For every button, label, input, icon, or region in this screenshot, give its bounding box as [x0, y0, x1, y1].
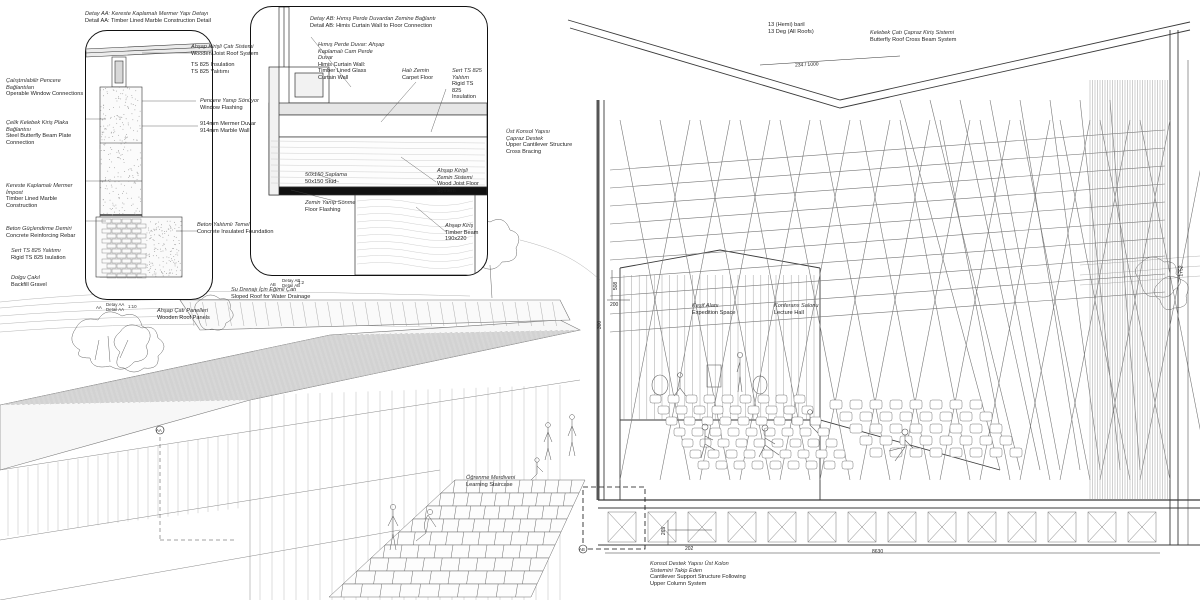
detail-ab-tag: Detay AB Detail AB: [282, 278, 301, 288]
label-cross-bracing: Üst Konsol Yapısı Çapraz Destek Upper Ca…: [506, 129, 573, 155]
aa-label-gravel: Dolgu Çakıl Backfill Gravel: [11, 275, 47, 288]
dim-300: 300: [597, 320, 604, 330]
aa-label-rebar: Beton Güçlendirme Demiri Concrete Reinfo…: [6, 226, 76, 239]
label-learning-staircase: Öğrenme Merdiveni Learning Staircase: [466, 475, 516, 488]
ab-label-wood-joist: Ahşap Kirişli Zemin Sistemi Wood Joist F…: [437, 168, 479, 194]
ab-label-curtain-wall: Hımış Perde Duvar: Ahşap Kaplamalı Cam P…: [318, 42, 385, 81]
ab-label-carpet: Halı Zemin Carpet Floor: [402, 68, 434, 81]
dim-1752: 1752: [1178, 265, 1185, 277]
label-roof-panels: Ahşap Çatı Panelleri Wooden Roof Panels: [157, 308, 210, 321]
ab-label-rigid-insulation: Sert TS 825 Yalıtım Rigid TS 825 Insulat…: [452, 68, 482, 101]
dim-508: 508: [613, 281, 620, 291]
detail-aa-tag: Detay AA Detail AA: [106, 302, 125, 312]
aa-label-window-flashing: Pencere Yanıp Sönüyor Window Flashing: [200, 98, 259, 111]
aa-label-marble-impost: Kereste Kaplamalı Mermer İmpost Timber L…: [6, 183, 73, 209]
aa-label-foundation: Beton Yalıtımlı Temel Concrete Insulated…: [197, 222, 274, 235]
aa-label-rigid-insulation: Sert TS 825 Yalıtımı Rigid TS 825 Isulat…: [11, 248, 66, 261]
section-callout-aa: AA: [156, 428, 162, 433]
detail-ab-callout: AB: [270, 282, 276, 287]
detail-aa-title: Detay AA: Kereste Kaplamalı Mermer Yapı …: [85, 11, 211, 24]
dim-8630: 8630: [872, 549, 884, 555]
detail-ab-panel: [250, 6, 488, 276]
section-callout-ab: AB: [579, 547, 585, 552]
detail-ab-scale: 1:2: [298, 280, 305, 285]
detail-aa-callout: AA: [96, 305, 102, 310]
dim-roof-slope: 234 / 1000: [794, 61, 819, 69]
ab-label-floor-flashing: Zemin Yanıp Sönme Floor Flashing: [305, 200, 356, 213]
label-roof-slope: 13 (Hemi) baril 13 Deg (All Roofs): [768, 22, 814, 35]
aa-label-roof-system: Ahşap Kirişli Çatı Sistemi Wooden Joist …: [191, 44, 259, 57]
dim-265: 265: [661, 526, 668, 536]
ab-label-timber-beam: Ahşap Kiriş Timber Beam 190x220: [445, 223, 479, 243]
dim-202: 202: [685, 546, 694, 552]
label-cantilever-support: Konsol Destek Yapısı Üst Kolon Sistemini…: [650, 561, 746, 587]
detail-aa-scale: 1:10: [128, 304, 137, 309]
aa-label-insulation: TS 825 Insulation TS 825 Yalıtımı: [191, 62, 235, 75]
label-lecture-hall: Konferans Salonu Lecture Hall: [774, 303, 819, 316]
detail-aa-drawing: [86, 42, 212, 279]
aa-label-marble-wall: 914mm Mermer Duvar 914mm Marble Wall: [200, 121, 256, 134]
dim-200: 200: [610, 302, 619, 308]
detail-ab-drawing: [268, 7, 487, 275]
detail-aa-panel: [85, 30, 213, 300]
detail-ab-title: Detay AB: Hımış Perde Duvardan Zemine Ba…: [310, 16, 436, 29]
aa-label-window-connections: Çalıştırılabilir Pencere Bağlantıları Op…: [6, 78, 84, 98]
ab-label-stud: 50x150 Saplama 50x150 Stud: [305, 172, 347, 185]
label-expedition-space: Keşif Alanı Expedition Space: [692, 303, 736, 316]
aa-label-steel-plate: Çelik Kelebek Kiriş Plaka Bağlantısı Ste…: [6, 120, 72, 146]
label-sloped-roof: Su Drenajı İçin Eğimli Çatı Sloped Roof …: [231, 287, 311, 300]
label-butterfly-roof: Kelebek Çatı Çapraz Kiriş Sistemi Butter…: [870, 30, 957, 43]
